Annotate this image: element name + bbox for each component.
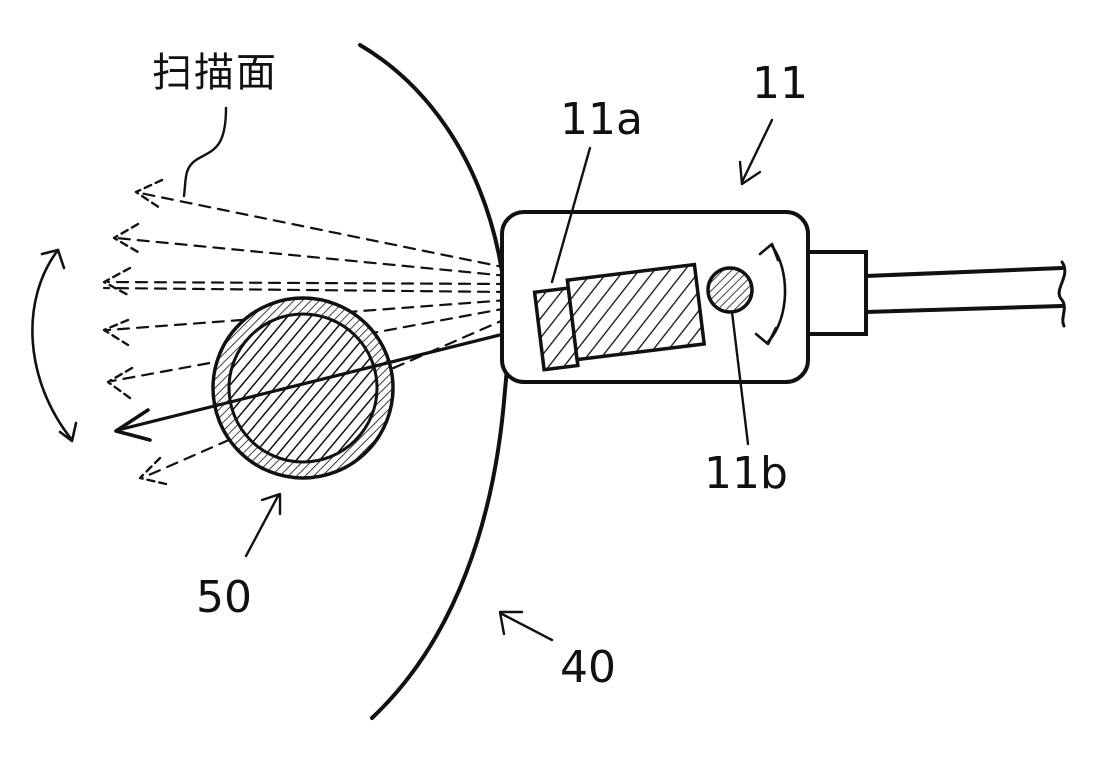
scan-plane-leader — [182, 106, 228, 198]
rotation-arrowhead-top — [758, 242, 780, 262]
skin-surface-curve — [358, 43, 510, 720]
transducer-backing — [565, 262, 707, 362]
vessel-lumen — [227, 312, 379, 464]
main-beam — [116, 318, 562, 432]
cable-top — [864, 266, 1064, 278]
sweep-arrowhead-top — [40, 248, 66, 270]
rotation-arrow — [754, 242, 787, 346]
sweep-arrowhead-bottom — [58, 421, 78, 443]
label-pivot: 11b — [704, 448, 788, 499]
sweep-arrow — [31, 248, 78, 443]
label-transducer: 11a — [560, 94, 643, 145]
beam-arrowhead-2 — [112, 222, 140, 254]
beam-arrowhead-5 — [106, 366, 134, 400]
leader-11a — [550, 146, 592, 284]
scan-beam-1 — [138, 191, 510, 270]
leader-11b — [730, 310, 750, 446]
sweep-arc — [31, 248, 74, 442]
label-40-arrow — [498, 610, 554, 642]
transducer-element — [532, 262, 707, 372]
label-skin: 40 — [560, 642, 616, 693]
beam-arrowhead-1 — [134, 178, 164, 210]
probe-assembly — [500, 210, 1067, 384]
cable-break — [1057, 260, 1067, 328]
scan-beam-arrowheads — [102, 178, 168, 486]
cable-bottom — [864, 304, 1064, 314]
rotation-arrowhead-bottom — [754, 326, 778, 346]
beam-arrowhead-4 — [102, 318, 130, 347]
scan-beam-3 — [106, 280, 510, 286]
label-probe: 11 — [752, 58, 808, 109]
probe-connector — [806, 250, 868, 336]
label-scan-plane: 扫描面 — [152, 50, 278, 96]
pivot-shaft — [706, 266, 754, 314]
label-target: 50 — [196, 572, 252, 623]
beam-arrowhead-3 — [102, 266, 132, 298]
main-beam-arrowhead — [114, 408, 152, 442]
beam-arrowhead-6 — [138, 456, 168, 486]
label-50-arrow — [244, 492, 282, 558]
target-vessel — [211, 296, 395, 480]
label-11-arrow — [738, 118, 774, 186]
scan-beam-2 — [114, 236, 510, 278]
scan-beam-4 — [102, 286, 510, 294]
